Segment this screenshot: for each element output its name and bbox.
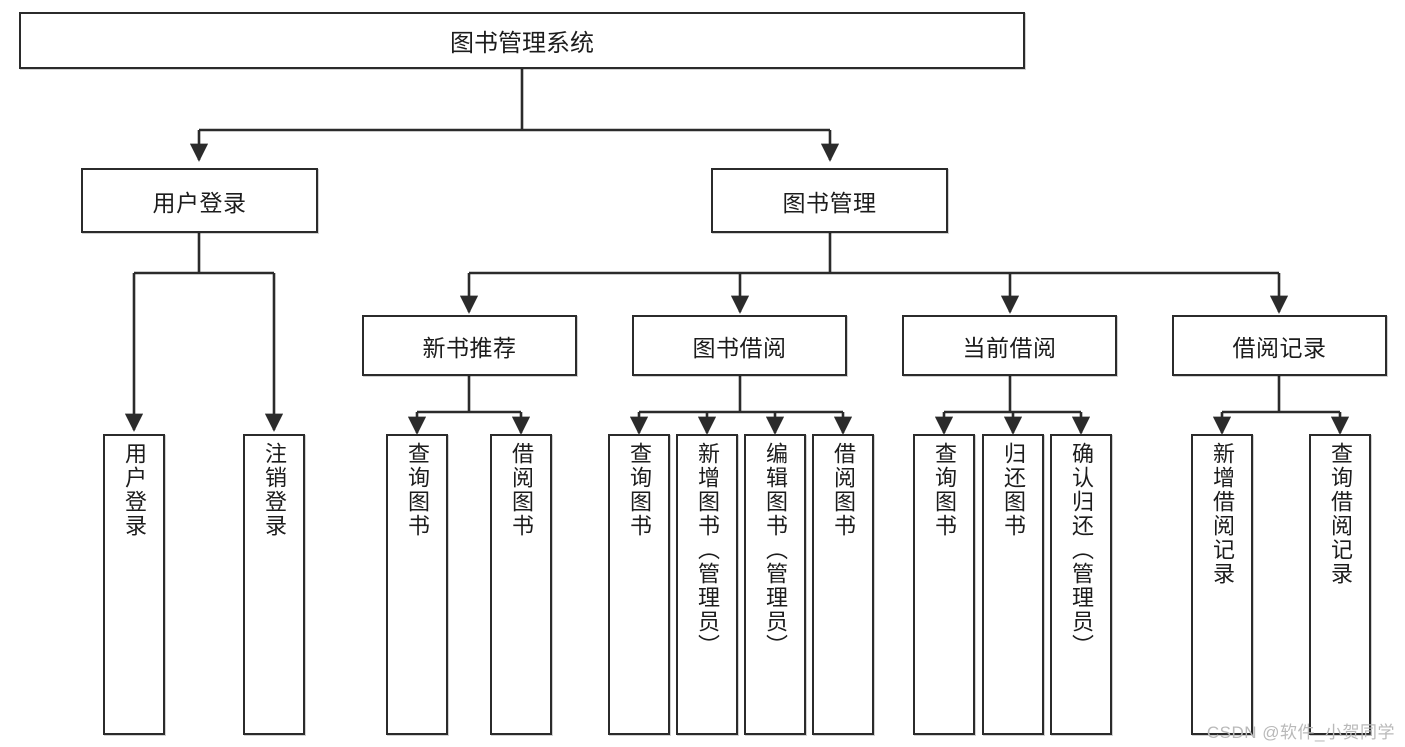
node-leaf-logout[interactable]: 注销登录 — [243, 434, 305, 735]
node-leaf-recommend-borrow-book[interactable]: 借阅图书 — [490, 434, 552, 735]
node-leaf-edit-book-admin[interactable]: 编辑图书（管理员） — [744, 434, 806, 735]
node-leaf-current-query-book-label: 查询图书 — [931, 442, 957, 538]
node-leaf-recommend-query-book[interactable]: 查询图书 — [386, 434, 448, 735]
node-new-book-recommend[interactable]: 新书推荐 — [362, 315, 577, 376]
node-leaf-borrow-query-book-label: 查询图书 — [626, 442, 652, 538]
node-user-login[interactable]: 用户登录 — [81, 168, 318, 233]
node-leaf-query-borrow-record[interactable]: 查询借阅记录 — [1309, 434, 1371, 735]
node-leaf-confirm-return-admin-label: 确认归还（管理员） — [1068, 442, 1094, 658]
node-leaf-recommend-query-book-label: 查询图书 — [404, 442, 430, 538]
node-leaf-query-borrow-record-label: 查询借阅记录 — [1327, 442, 1353, 586]
node-root-system-label: 图书管理系统 — [450, 30, 594, 57]
node-book-borrow-label: 图书借阅 — [692, 334, 787, 361]
node-leaf-current-query-book[interactable]: 查询图书 — [913, 434, 975, 735]
node-root-system[interactable]: 图书管理系统 — [19, 12, 1025, 69]
watermark: CSDN @软件_小贺同学 — [1206, 723, 1395, 742]
node-leaf-user-login-label: 用户登录 — [121, 442, 147, 538]
node-leaf-add-borrow-record[interactable]: 新增借阅记录 — [1191, 434, 1253, 735]
node-leaf-add-borrow-record-label: 新增借阅记录 — [1209, 442, 1235, 586]
node-leaf-return-book[interactable]: 归还图书 — [982, 434, 1044, 735]
node-book-management-label: 图书管理 — [782, 189, 877, 216]
node-leaf-borrow-book-label: 借阅图书 — [830, 442, 856, 538]
node-leaf-edit-book-admin-label: 编辑图书（管理员） — [762, 442, 788, 658]
node-book-borrow[interactable]: 图书借阅 — [632, 315, 847, 376]
node-leaf-user-login[interactable]: 用户登录 — [103, 434, 165, 735]
node-leaf-return-book-label: 归还图书 — [1000, 442, 1026, 538]
node-leaf-add-book-admin[interactable]: 新增图书（管理员） — [676, 434, 738, 735]
node-leaf-logout-label: 注销登录 — [261, 442, 287, 538]
node-leaf-add-book-admin-label: 新增图书（管理员） — [694, 442, 720, 658]
node-user-login-label: 用户登录 — [152, 189, 247, 216]
node-borrow-record-label: 借阅记录 — [1232, 334, 1327, 361]
node-leaf-borrow-query-book[interactable]: 查询图书 — [608, 434, 670, 735]
node-current-borrow[interactable]: 当前借阅 — [902, 315, 1117, 376]
node-leaf-recommend-borrow-book-label: 借阅图书 — [508, 442, 534, 538]
node-leaf-borrow-book[interactable]: 借阅图书 — [812, 434, 874, 735]
node-borrow-record[interactable]: 借阅记录 — [1172, 315, 1387, 376]
node-current-borrow-label: 当前借阅 — [962, 334, 1057, 361]
node-book-management[interactable]: 图书管理 — [711, 168, 948, 233]
node-leaf-confirm-return-admin[interactable]: 确认归还（管理员） — [1050, 434, 1112, 735]
node-new-book-recommend-label: 新书推荐 — [422, 334, 517, 361]
